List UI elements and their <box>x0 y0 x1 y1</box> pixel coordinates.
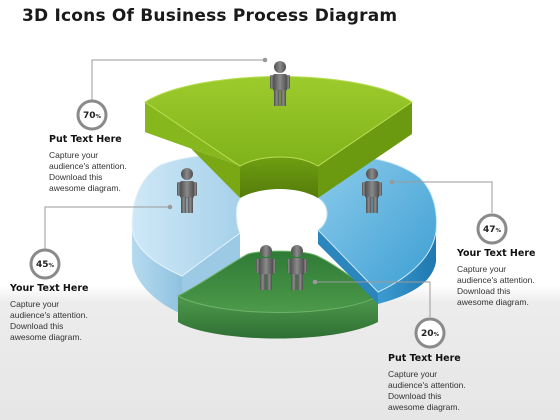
svg-text:70%: 70% <box>83 111 102 121</box>
callout-heading: Your Text Here <box>10 283 89 294</box>
svg-text:20%: 20% <box>421 329 440 339</box>
percent-badge-70: 70% <box>76 99 108 131</box>
callout-heading: Put Text Here <box>49 134 122 145</box>
callout-text-line: awesome diagram. <box>388 402 460 412</box>
callout-text: Capture your audience's attention. Downl… <box>10 299 130 343</box>
page-title: 3D Icons Of Business Process Diagram <box>22 6 398 26</box>
percent-badge-20: 20% <box>414 317 446 349</box>
callout-text-line: Download this <box>10 321 64 331</box>
callout-heading: Put Text Here <box>388 353 461 364</box>
dark-green-segment <box>176 250 379 339</box>
svg-text:47%: 47% <box>483 225 502 235</box>
callout-text-line: Capture your <box>10 299 60 309</box>
callout-text-line: audience's attention. <box>388 380 466 390</box>
percent-badge-47: 47% <box>476 213 508 245</box>
callout-text-line: Capture your <box>49 150 99 160</box>
callout-text-line: awesome diagram. <box>10 332 82 342</box>
callout-text-line: Download this <box>388 391 442 401</box>
callout-text: Capture your audience's attention. Downl… <box>457 264 557 308</box>
sky-blue-segment <box>317 156 437 304</box>
callout-text-line: Capture your <box>457 264 507 274</box>
callout-text-line: awesome diagram. <box>457 297 529 307</box>
connector-lines <box>44 57 493 317</box>
callout-text-line: audience's attention. <box>49 161 127 171</box>
callout-text: Capture your audience's attention. Downl… <box>49 150 169 194</box>
callout-text-line: Download this <box>457 286 511 296</box>
callout-text: Capture your audience's attention. Downl… <box>388 369 508 413</box>
callout-text-line: audience's attention. <box>10 310 88 320</box>
callout-text-line: audience's attention. <box>457 275 535 285</box>
percent-badge-45: 45% <box>29 248 61 280</box>
callout-text-line: Capture your <box>388 369 438 379</box>
callout-text-line: awesome diagram. <box>49 183 121 193</box>
callout-heading: Your Text Here <box>457 248 536 259</box>
lime-green-segment <box>144 76 413 198</box>
svg-text:45%: 45% <box>36 260 55 270</box>
callout-text-line: Download this <box>49 172 103 182</box>
